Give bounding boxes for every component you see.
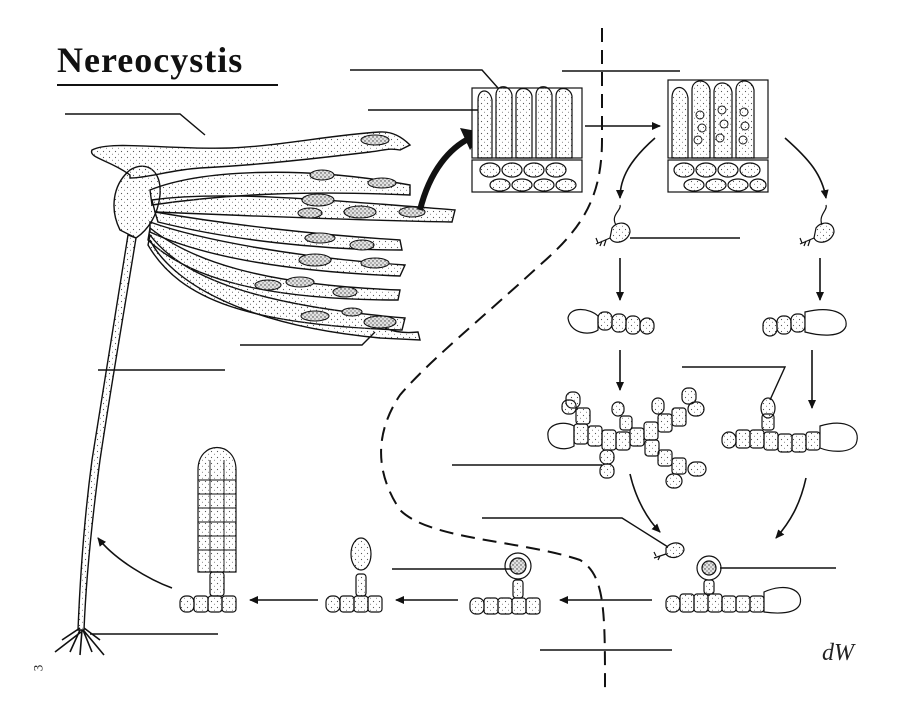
life-cycle-arrows xyxy=(97,137,829,604)
sorus-section-left xyxy=(471,86,583,193)
zoospores xyxy=(595,204,835,247)
zygote-on-oogonium xyxy=(469,552,541,615)
page-number: 3 xyxy=(30,664,46,672)
label-line-sperm xyxy=(482,517,669,548)
label-line-sorus-patch xyxy=(240,331,376,346)
male-gametophyte xyxy=(547,387,707,489)
embryo-sporophyte-large xyxy=(179,446,237,613)
young-gametophyte-left xyxy=(567,308,655,335)
diagram-title: Nereocystis xyxy=(57,40,244,80)
sorus-enlargement-arrow xyxy=(417,135,472,211)
female-gametophyte xyxy=(721,397,858,453)
sporophyte-kelp xyxy=(54,131,456,656)
fertilization-stage xyxy=(653,542,802,614)
sorus-section-right xyxy=(667,79,769,193)
young-gametophyte-right xyxy=(762,309,847,337)
label-line-blade xyxy=(65,113,206,136)
embryo-sporophyte-small xyxy=(325,537,383,613)
label-line-oogonium xyxy=(682,366,787,401)
title-underline xyxy=(57,84,278,86)
generation-divider-dashed xyxy=(380,28,606,691)
artist-signature: dW xyxy=(822,640,854,666)
label-blanks xyxy=(65,69,836,651)
label-line-sorus-paraphyses xyxy=(350,69,499,89)
